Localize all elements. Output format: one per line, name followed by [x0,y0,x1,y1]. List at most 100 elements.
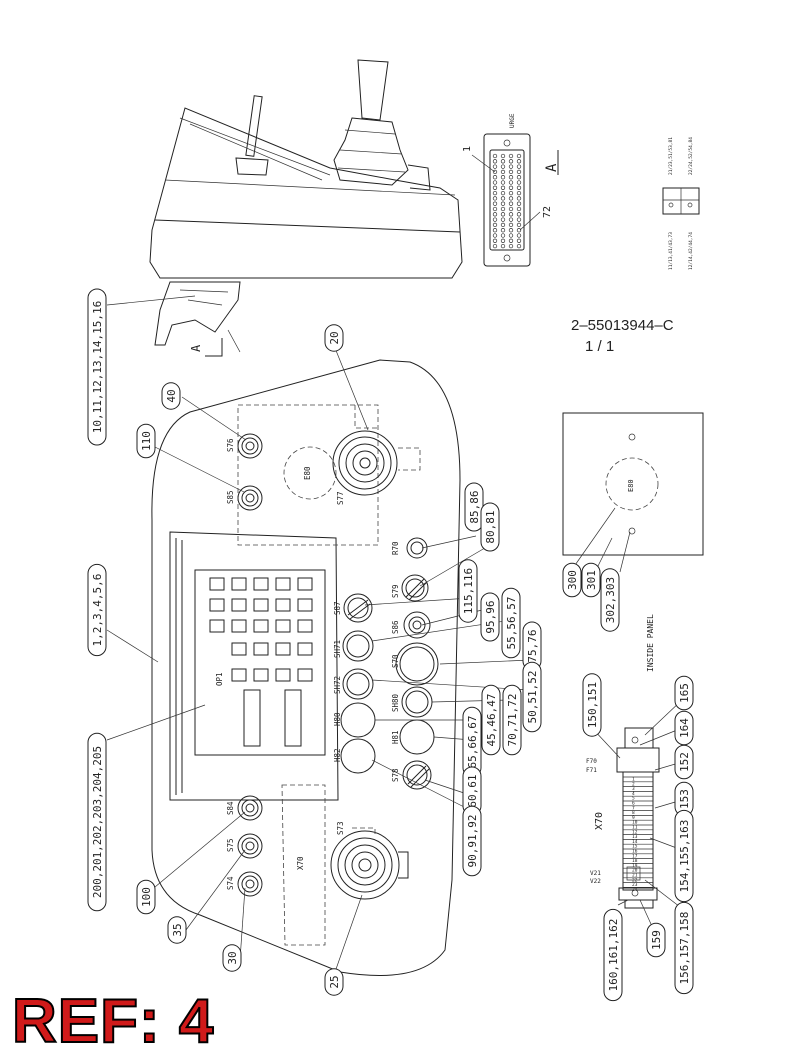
inside-panel [562,412,704,573]
callout: 152 [674,744,694,780]
terminal-number: 15 [632,844,638,850]
svg-text:100: 100 [140,887,153,907]
svg-text:90,91,92: 90,91,92 [466,815,479,868]
wiring-note-3: 12/14,42/44,74 [688,232,694,270]
terminal-side-label: V21 [590,870,601,877]
component-label: E80 [627,479,635,492]
terminal-number: 1 [632,777,635,783]
component-label: S70 [391,654,400,668]
svg-text:60,61: 60,61 [466,774,479,807]
component-label: S85 [226,490,235,504]
wiring-block: 11/13,41/43,73 21/23,51/53,81 12/14,42/4… [662,137,700,270]
component-label: S86 [391,620,400,634]
svg-text:1,2,3,4,5,6: 1,2,3,4,5,6 [91,574,104,647]
callout: 30 [222,944,242,972]
terminal-side-label: V22 [590,878,601,885]
terminal-number: 7 [632,805,635,811]
svg-text:200,201,202,203,204,205: 200,201,202,203,204,205 [91,746,104,898]
terminal-number: 12 [632,829,638,835]
wiring-note-4: 22/24,52/54,84 [688,137,694,175]
callout: 300 [562,562,582,598]
terminal-number: 23 [632,882,638,888]
svg-text:95,96: 95,96 [484,600,497,633]
component-label: S78 [391,768,400,782]
svg-text:80,81: 80,81 [484,510,497,543]
svg-text:10,11,12,13,14,15,16: 10,11,12,13,14,15,16 [91,301,104,433]
svg-text:35: 35 [171,923,184,936]
svg-text:159: 159 [650,930,663,950]
terminal-side-label: F71 [586,767,597,774]
component-label: S79 [391,584,400,598]
callout: 85,86 [464,482,484,532]
front-panel [106,295,531,977]
component-label: R70 [391,541,400,555]
component-label: S74 [226,876,235,890]
callout: 55,56,57 [501,587,521,659]
terminal-number: 13 [632,834,638,840]
svg-text:75,76: 75,76 [526,629,539,662]
terminal-number: 2 [632,781,635,787]
inside-panel-label: INSIDE PANEL [646,614,655,672]
callout: 110 [136,423,156,459]
callout: 40 [161,382,181,410]
callout: 115,116 [458,559,478,623]
terminal-number: 11 [632,825,638,831]
callout: 20 [324,324,344,352]
terminal-number: 5 [632,796,635,802]
component-label: S87 [333,601,342,615]
pin-72-label: 72 [542,206,553,218]
svg-text:153: 153 [678,789,691,809]
side-view: A [149,59,463,357]
terminal-side-label: F70 [586,758,597,765]
svg-text:70,71,72: 70,71,72 [506,694,519,747]
callout: 1,2,3,4,5,6 [87,563,107,657]
terminal-number: 17 [632,853,638,859]
component-label: H81 [391,730,400,744]
callout: 95,96 [480,592,500,642]
callout: 302,303 [600,568,620,632]
callout: 156,157,158 [674,901,694,995]
component-label: OP1 [215,672,224,686]
svg-text:110: 110 [140,431,153,451]
callout: 165 [674,675,694,711]
svg-text:156,157,158: 156,157,158 [678,912,691,985]
component-label: SH72 [333,676,342,694]
svg-text:160,161,162: 160,161,162 [607,919,620,992]
drawing-number: 2–55013944–C [571,317,674,334]
terminal-number: 10 [632,820,638,826]
component-label: H80 [333,712,342,726]
callout: 154,155,163 [674,809,694,903]
svg-text:40: 40 [165,389,178,402]
pin-1-label: 1 [462,146,473,152]
callout: 70,71,72 [502,684,522,756]
svg-text:165: 165 [678,683,691,703]
svg-text:45,46,47: 45,46,47 [485,694,498,747]
callout: 153 [674,781,694,817]
component-label: S84 [226,801,235,815]
component-label: X70 [296,856,305,870]
component-label: SH80 [391,693,400,712]
callout: 60,61 [462,766,482,816]
terminal-number: 4 [632,791,635,797]
terminal-strip-label: X70 [594,812,605,830]
terminal-number: 8 [632,810,635,816]
connector-label: URGE [509,113,516,128]
callout: 200,201,202,203,204,205 [87,732,107,912]
callout: 10,11,12,13,14,15,16 [87,288,107,446]
terminal-number: 3 [632,786,635,792]
section-a-label: A [189,344,203,352]
svg-text:55,56,57: 55,56,57 [505,597,518,650]
terminal-number: 21 [632,873,638,879]
svg-text:85,86: 85,86 [468,490,481,523]
svg-text:152: 152 [678,752,691,772]
svg-text:20: 20 [328,331,341,344]
sheet-number: 1 / 1 [585,338,615,355]
svg-text:150,151: 150,151 [586,682,599,728]
svg-text:300: 300 [566,570,579,590]
callout: 160,161,162 [603,908,623,1002]
wiring-note-1: 11/13,41/43,73 [668,232,674,270]
